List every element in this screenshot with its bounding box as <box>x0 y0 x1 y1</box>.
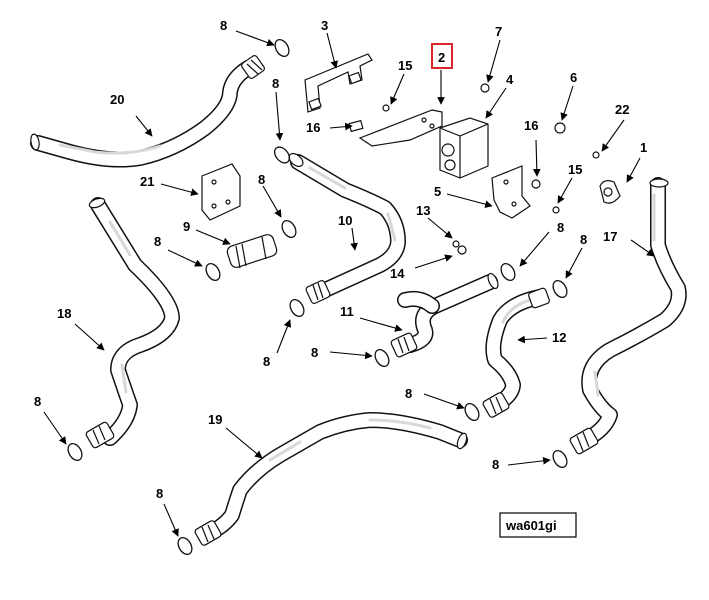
callout-12: 12 <box>552 330 566 345</box>
callout-19: 19 <box>208 412 222 427</box>
callout-10: 10 <box>338 213 352 228</box>
fasteners <box>348 83 600 255</box>
callout-8: 8 <box>557 220 564 235</box>
callout-3: 3 <box>321 18 328 33</box>
callout-4: 4 <box>506 72 514 87</box>
callout-8: 8 <box>405 386 412 401</box>
tube-20 <box>30 55 265 168</box>
clamp-1 <box>599 180 621 204</box>
callout-7: 7 <box>495 24 502 39</box>
callout-8: 8 <box>263 354 270 369</box>
bracket-5 <box>491 165 531 219</box>
figure-id: wa601gi <box>505 518 557 533</box>
callout-1: 1 <box>640 140 647 155</box>
callout-5: 5 <box>434 184 441 199</box>
o-rings <box>67 38 568 556</box>
tube-19 <box>194 412 468 546</box>
highlight-box <box>431 43 453 69</box>
leader-lines <box>43 30 655 537</box>
callout-2-highlighted: 2 <box>438 50 445 65</box>
callout-15: 15 <box>398 58 412 73</box>
callout-8: 8 <box>272 76 279 91</box>
callout-8: 8 <box>580 232 587 247</box>
callout-8: 8 <box>311 345 318 360</box>
plate-2 <box>358 109 443 147</box>
callout-16: 16 <box>524 118 538 133</box>
callout-18: 18 <box>57 306 71 321</box>
bracket-3 <box>304 53 373 113</box>
coupler-9 <box>226 234 278 269</box>
callout-17: 17 <box>603 229 617 244</box>
callout-9: 9 <box>183 219 190 234</box>
callout-14: 14 <box>390 266 405 281</box>
callout-22: 22 <box>615 102 629 117</box>
callout-8: 8 <box>154 234 161 249</box>
callout-8: 8 <box>492 457 499 472</box>
callout-21: 21 <box>140 174 154 189</box>
callout-11: 11 <box>340 304 354 319</box>
callout-20: 20 <box>110 92 124 107</box>
callout-8: 8 <box>156 486 163 501</box>
callout-15: 15 <box>568 162 582 177</box>
block-4 <box>439 117 489 179</box>
callout-8: 8 <box>258 172 265 187</box>
callout-8: 8 <box>220 18 227 33</box>
callout-8: 8 <box>34 394 41 409</box>
figure-id-box <box>499 512 577 538</box>
tube-11 <box>390 272 499 358</box>
plate-21 <box>201 163 241 221</box>
tube-12 <box>482 287 550 418</box>
callout-16: 16 <box>306 120 320 135</box>
callout-13: 13 <box>416 203 430 218</box>
callout-6: 6 <box>570 70 577 85</box>
tube-17 <box>569 177 687 455</box>
tube-18 <box>85 197 180 449</box>
tube-10 <box>288 152 406 304</box>
